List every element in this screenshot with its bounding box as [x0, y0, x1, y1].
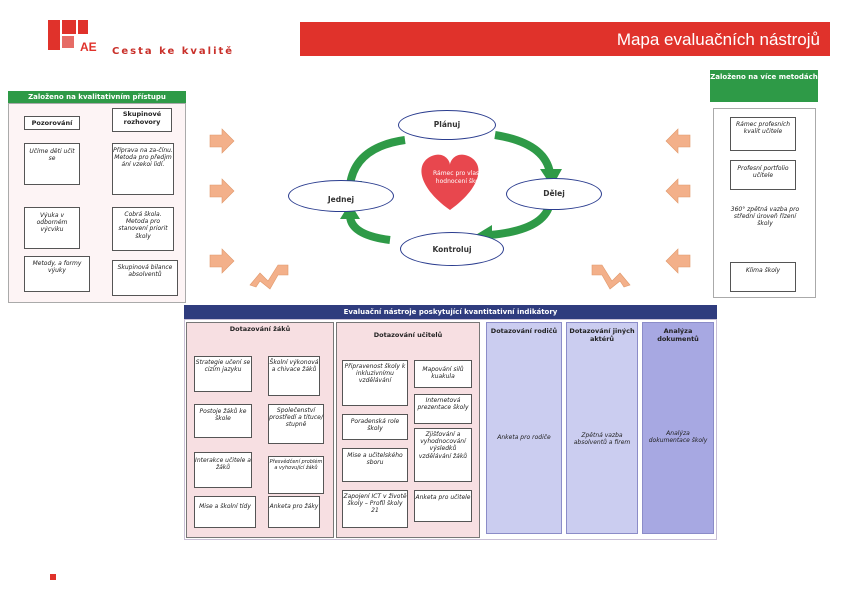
- students-item-4: Společenství prostředí a tituce/ stupně: [268, 404, 324, 444]
- parents-column: [486, 322, 562, 534]
- students-item-8: Anketa pro žáky: [268, 496, 320, 528]
- documents-item: Analýza dokumentace školy: [648, 430, 708, 445]
- tagline: Cesta ke kvalitě: [112, 46, 235, 57]
- others-column: [566, 322, 638, 534]
- peach-arrow-7: [249, 264, 289, 290]
- teachers-item-4: Poradenská role školy: [342, 414, 408, 440]
- multi-item-2: Profesní portfolio učitele: [730, 160, 796, 190]
- teachers-item-8: Anketa pro učitele: [414, 490, 472, 522]
- students-item-2: Školní výkonová a chivace žáků: [268, 356, 320, 396]
- peach-arrow-5: [665, 178, 691, 204]
- observation-item-3: Metody, a formy výuky: [24, 256, 90, 292]
- teachers-item-5: Zjišťování a vyhodnocování výsledků vzdě…: [414, 428, 472, 482]
- documents-column: [642, 322, 714, 534]
- col-header-group-interviews: Skupinové rozhovory: [112, 108, 172, 132]
- teachers-item-7: Zapojení ICT v životě školy – Profil ško…: [342, 490, 408, 528]
- others-item: Zpětná vazba absolventů a firem: [573, 432, 631, 447]
- observation-item-2: Výuka v odborném výcviku: [24, 207, 80, 249]
- cycle-arrow-top-right: [494, 131, 554, 174]
- students-item-1: Strategie učení se cizím jazyku: [194, 356, 252, 392]
- qualitative-title: Založeno na kvalitativním přístupu: [8, 91, 186, 103]
- students-item-6: Přesvědčení problém a vyhovující žáků: [268, 456, 324, 494]
- footer-marker: [50, 574, 56, 580]
- cycle-do: Jednej: [288, 180, 394, 212]
- cycle-plan: Plánuj: [398, 110, 496, 140]
- multi-methods-title: Založeno na více metodách: [710, 70, 818, 102]
- peach-arrow-1: [209, 128, 235, 154]
- multi-item-3: 360° zpětná vazba pro střední úroveň říz…: [730, 206, 800, 228]
- cycle-arrow-top-left: [346, 136, 406, 186]
- peach-arrow-6: [665, 248, 691, 274]
- quantitative-title: Evaluační nástroje poskytující kvantitat…: [184, 305, 717, 319]
- heart-label: Rámec pro vlastní hodnocení školy: [432, 170, 488, 185]
- peach-arrow-4: [665, 128, 691, 154]
- logo: AE: [48, 20, 108, 58]
- col-header-observation: Pozorování: [24, 116, 80, 130]
- others-header: Dotazování jiných aktérů: [569, 327, 635, 343]
- interview-item-1: Příprava na za-čínu. Metoda pro předjm á…: [112, 143, 174, 195]
- peach-arrow-2: [209, 178, 235, 204]
- cycle-act: Dělej: [506, 178, 602, 210]
- interview-item-3: Skupinová bilance absolventů: [112, 260, 178, 296]
- peach-arrow-8: [591, 264, 631, 290]
- documents-header: Analýza dokumentů: [657, 327, 699, 343]
- header-red-bar: [300, 22, 830, 56]
- students-item-5: Interakce učitele a žáků: [194, 452, 252, 488]
- cycle-check: Kontroluj: [400, 232, 504, 266]
- students-header: Dotazování žáků: [229, 325, 291, 333]
- heart-shape: [421, 154, 479, 210]
- parents-item: Anketa pro rodiče: [497, 434, 551, 441]
- students-item-3: Postoje žáků ke škole: [194, 404, 252, 438]
- multi-item-1: Rámec profesních kvalit učitele: [730, 117, 796, 151]
- teachers-item-3: Internetová prezentace školy: [414, 394, 472, 424]
- page-title: Mapa evaluačních nástrojů: [616, 30, 820, 49]
- interview-item-2: Cobrá škola. Metoda pro stanovení priori…: [112, 207, 174, 251]
- observation-item-1: Učíme děti učit se: [24, 143, 80, 185]
- teachers-item-2: Mapování silů kuakula: [414, 360, 472, 388]
- logo-text: AE: [80, 40, 97, 54]
- teachers-item-6: Mise a učitelského sboru: [342, 448, 408, 482]
- teachers-item-1: Připravenost školy k inkluzivnímu vzdělá…: [342, 360, 408, 406]
- peach-arrows: [209, 128, 691, 290]
- peach-arrow-3: [209, 248, 235, 274]
- teachers-header: Dotazování učitelů: [373, 331, 443, 339]
- parents-header: Dotazování rodičů: [490, 327, 558, 335]
- students-item-7: Mise a školní tídy: [194, 496, 256, 528]
- multi-item-4: Klima školy: [730, 262, 796, 292]
